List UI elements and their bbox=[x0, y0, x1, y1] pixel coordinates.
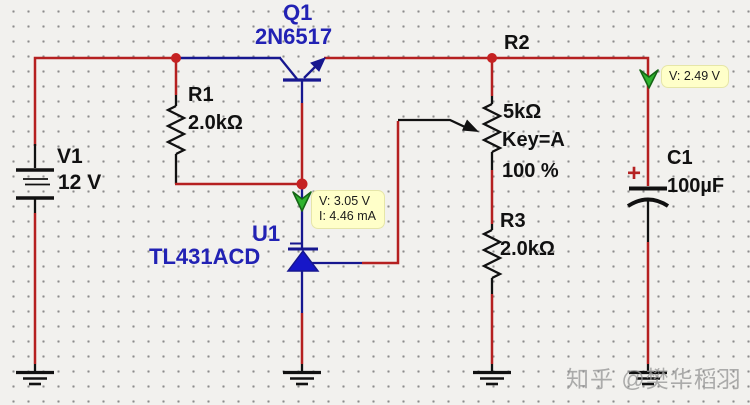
q1-part-label[interactable]: 2N6517 bbox=[255, 24, 333, 49]
ground-symbol-u1[interactable] bbox=[283, 370, 321, 386]
probe1-voltage: V: 3.05 V bbox=[319, 194, 370, 208]
v1-value-label[interactable]: 12 V bbox=[58, 171, 102, 194]
wire-output-rail[interactable] bbox=[324, 56, 650, 186]
probe2-voltage: V: 2.49 V bbox=[669, 69, 720, 83]
c1-value-label[interactable]: 100µF bbox=[667, 175, 725, 197]
r1-ref-label[interactable]: R1 bbox=[188, 84, 214, 106]
resistor-r1-symbol[interactable] bbox=[165, 95, 187, 156]
voltage-probe-icon-output-node[interactable] bbox=[639, 69, 659, 89]
capacitor-c1-symbol[interactable] bbox=[626, 186, 670, 208]
wire-r1-branch[interactable] bbox=[174, 58, 302, 186]
junction-dot bbox=[171, 53, 181, 63]
r1-value-label[interactable]: 2.0kΩ bbox=[188, 112, 243, 134]
u1-part-label[interactable]: TL431ACD bbox=[149, 244, 261, 269]
r2-percent-label[interactable]: 100 % bbox=[502, 160, 559, 182]
v1-ref-label[interactable]: V1 bbox=[57, 145, 83, 168]
junction-dot bbox=[296, 178, 308, 190]
junction-dot bbox=[487, 53, 497, 63]
potentiometer-r2-symbol[interactable] bbox=[398, 96, 503, 154]
r2-key-label[interactable]: Key=A bbox=[502, 129, 565, 151]
wire-battery-top-rail[interactable] bbox=[33, 56, 178, 146]
u1-ref-label[interactable]: U1 bbox=[252, 221, 281, 246]
r3-value-label[interactable]: 2.0kΩ bbox=[500, 238, 555, 260]
battery-v1-symbol[interactable] bbox=[16, 144, 54, 200]
probe2-readout: V: 2.49 V bbox=[661, 65, 729, 89]
c1-ref-label[interactable]: C1 bbox=[667, 147, 693, 169]
c1-polarity-plus: + bbox=[627, 160, 642, 187]
r3-ref-label[interactable]: R3 bbox=[500, 210, 526, 232]
probe1-current: I: 4.46 mA bbox=[319, 209, 376, 224]
r2-ref-label[interactable]: R2 bbox=[504, 32, 530, 54]
zhihu-watermark: 知乎 @樊华稻羽 bbox=[566, 366, 742, 392]
wire-u1-reference[interactable] bbox=[311, 121, 400, 265]
q1-ref-label[interactable]: Q1 bbox=[283, 0, 313, 25]
resistor-r3-symbol[interactable] bbox=[481, 224, 503, 280]
ground-symbol-battery[interactable] bbox=[16, 370, 54, 386]
r2-value-label[interactable]: 5kΩ bbox=[503, 101, 542, 123]
shunt-regulator-u1-symbol[interactable] bbox=[286, 242, 320, 272]
probe1-readout: V: 3.05 V I: 4.46 mA bbox=[311, 190, 385, 229]
voltage-probe-icon-base-node[interactable] bbox=[292, 191, 312, 212]
ground-symbol-c1[interactable] bbox=[629, 370, 667, 386]
transistor-q1-symbol[interactable] bbox=[279, 57, 326, 82]
ground-symbol-r3[interactable] bbox=[473, 370, 511, 386]
